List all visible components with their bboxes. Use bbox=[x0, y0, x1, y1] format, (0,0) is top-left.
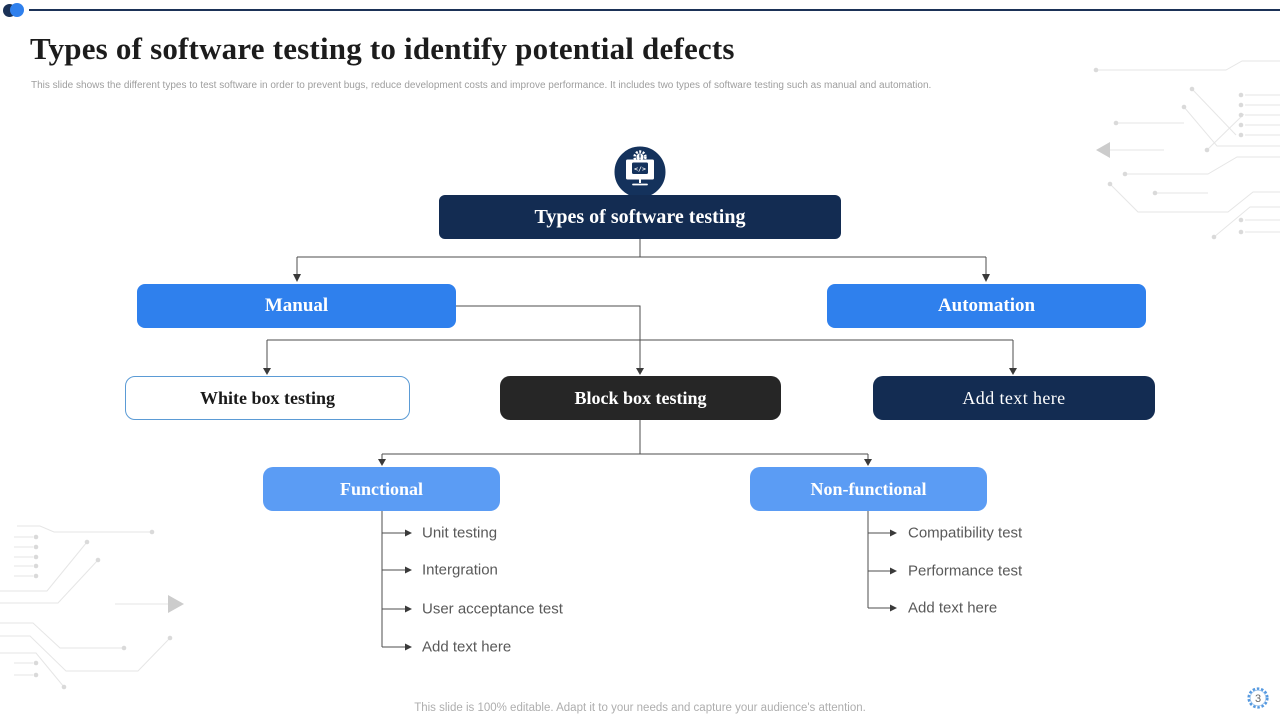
top-accent-line bbox=[29, 9, 1280, 11]
node-manual[interactable]: Manual bbox=[137, 284, 456, 328]
page-number: 3 bbox=[1255, 693, 1261, 705]
list-item[interactable]: Compatibility test bbox=[908, 524, 1023, 542]
list-item[interactable]: Unit testing bbox=[422, 524, 498, 542]
node-types-of-software-testing[interactable]: Types of software testing bbox=[439, 195, 841, 239]
node-functional[interactable]: Functional bbox=[263, 467, 500, 511]
node-automation[interactable]: Automation bbox=[827, 284, 1146, 328]
list-item[interactable]: Performance test bbox=[908, 562, 1023, 580]
page-title: Types of software testing to identify po… bbox=[30, 31, 735, 66]
list-item[interactable]: Intergration bbox=[422, 561, 498, 579]
page-subtitle: This slide shows the different types to … bbox=[31, 80, 932, 91]
node-block-box-testing[interactable]: Block box testing bbox=[500, 376, 781, 420]
code-monitor-icon: </> bbox=[612, 144, 668, 200]
list-item[interactable]: User acceptance test bbox=[422, 600, 563, 618]
list-item[interactable]: Add text here bbox=[422, 638, 512, 656]
left-arrow-triangle-icon bbox=[1096, 142, 1110, 158]
list-item[interactable]: Add text here bbox=[908, 599, 998, 617]
page-number-badge: 3 bbox=[1247, 687, 1269, 709]
node-white-box-testing[interactable]: White box testing bbox=[125, 376, 410, 420]
right-arrow-triangle-icon bbox=[168, 595, 184, 613]
blue-dot-icon bbox=[10, 3, 24, 17]
circuit-decoration-bottom-left bbox=[0, 525, 184, 690]
node-non-functional[interactable]: Non-functional bbox=[750, 467, 987, 511]
footer-note: This slide is 100% editable. Adapt it to… bbox=[414, 702, 866, 714]
circuit-decoration-top-right bbox=[1093, 60, 1280, 240]
svg-text:</>: </> bbox=[634, 165, 646, 173]
node-add-text-here[interactable]: Add text here bbox=[873, 376, 1155, 420]
